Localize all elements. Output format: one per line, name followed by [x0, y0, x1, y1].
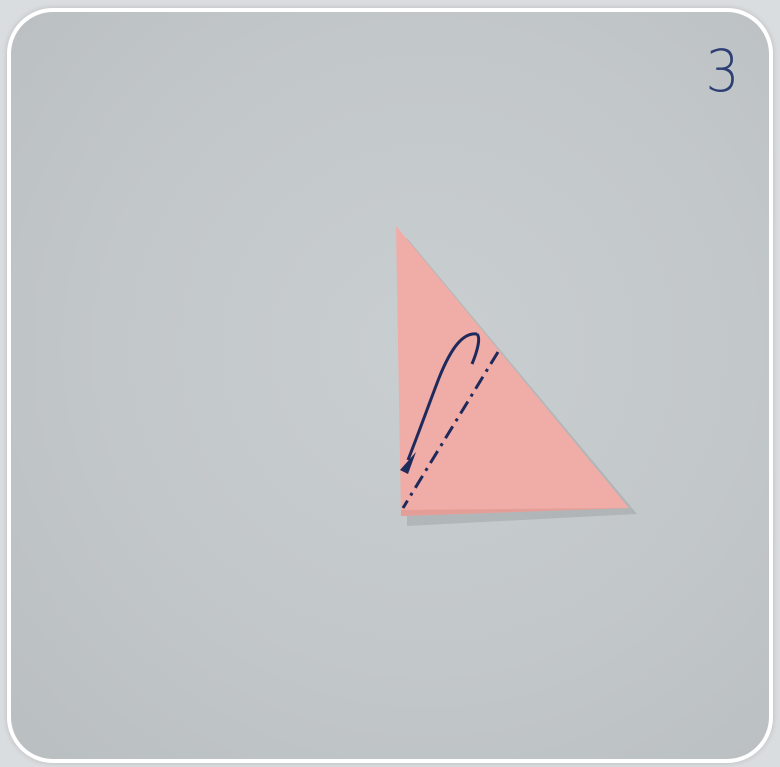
paper-triangle [396, 226, 629, 516]
step-number: 3 [706, 42, 740, 100]
origami-illustration [11, 12, 769, 759]
origami-step-photo: 3 [7, 8, 773, 763]
